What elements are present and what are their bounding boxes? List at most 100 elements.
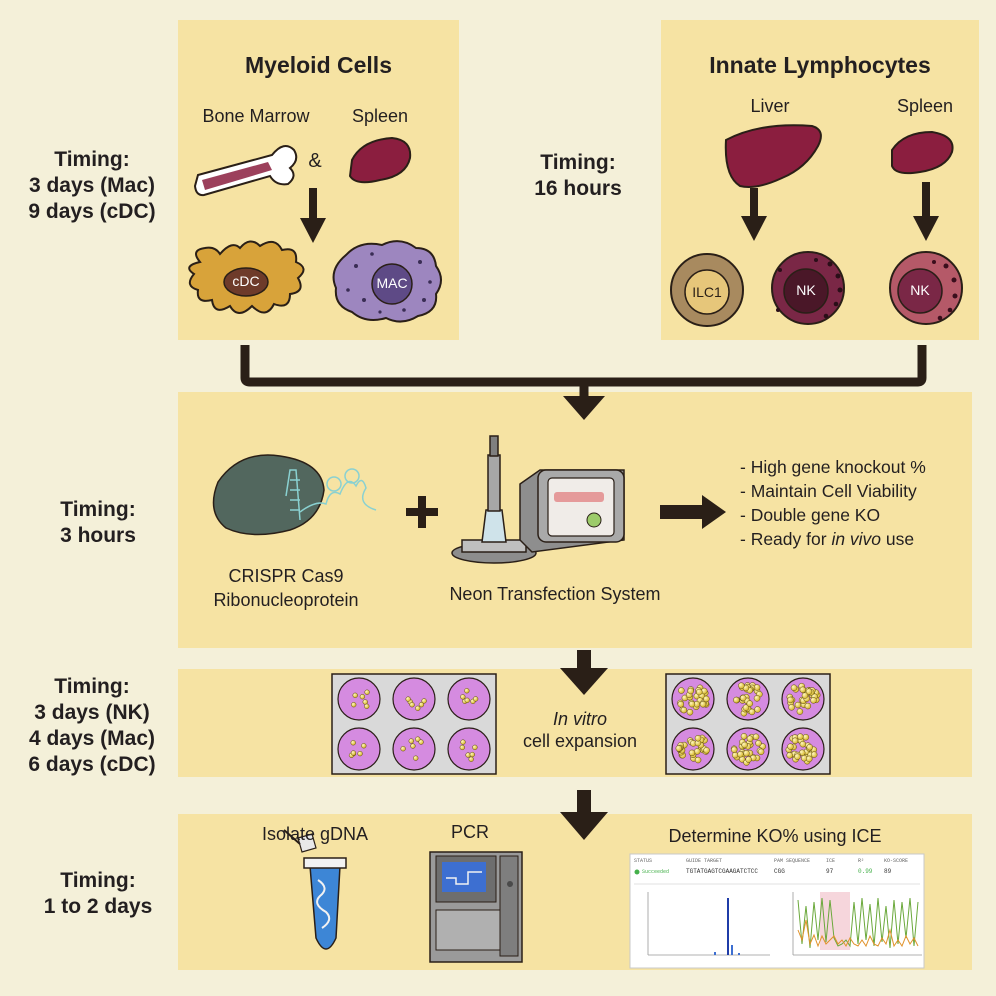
- ice-r2-value: 0.99: [858, 868, 873, 875]
- cell-dot: [415, 736, 421, 742]
- culture-well: [337, 677, 381, 721]
- cell-dot: [680, 706, 688, 714]
- expansion-panel: [178, 669, 972, 777]
- cas9-rnp-icon: [212, 454, 377, 536]
- cell-dot: [364, 689, 370, 695]
- ice-score-value: 97: [826, 868, 834, 875]
- arrow-to-transfection: [563, 396, 605, 420]
- cell-dot: [757, 748, 765, 756]
- cell-dot: [686, 708, 694, 716]
- myeloid-title: Myeloid Cells: [245, 52, 392, 78]
- ice-r2-label: R²: [858, 858, 865, 864]
- cell-dot: [357, 750, 363, 757]
- merge-arrow: [240, 345, 927, 396]
- ice-pam-label: PAM SEQUENCE: [774, 858, 811, 864]
- pcr-machine-icon: [429, 851, 523, 963]
- ice-status-value: Succeeded: [642, 869, 670, 875]
- cell-dot: [688, 749, 696, 757]
- cell-dot: [739, 694, 747, 702]
- cell-dot: [799, 686, 807, 694]
- cell-dot: [460, 739, 466, 745]
- outcome-item: - High gene knockout %: [740, 457, 926, 477]
- cell-dot: [413, 755, 419, 761]
- cell-dot: [810, 697, 817, 704]
- cell-dot: [788, 704, 795, 711]
- culture-well: [337, 727, 381, 771]
- neon-device-label: Neon Transfection System: [449, 584, 661, 604]
- cell-dot: [468, 756, 474, 762]
- cell-dot: [696, 688, 703, 696]
- mac-label: MAC: [376, 275, 408, 291]
- cell-dot: [801, 692, 809, 699]
- culture-well: [447, 727, 491, 771]
- cell-dot: [790, 684, 798, 691]
- outcome-item: - Double gene KO: [740, 505, 881, 525]
- cell-dot: [740, 733, 748, 740]
- outcome-item: - Maintain Cell Viability: [740, 481, 917, 501]
- arrow-to-expansion: [560, 668, 608, 695]
- myeloid-spleen-label: Spleen: [351, 106, 409, 126]
- cell-dot: [743, 749, 750, 757]
- gdna-tube-icon: [283, 829, 347, 950]
- cell-dot: [787, 743, 794, 750]
- cell-dot: [694, 735, 702, 742]
- spleen-icon: [348, 136, 412, 184]
- ampersand-label: &: [308, 150, 322, 172]
- cell-dot: [361, 743, 367, 749]
- isolate-gdna-label: Isolate gDNA: [261, 824, 369, 844]
- cell-dot: [794, 701, 802, 709]
- cell-dot: [405, 696, 411, 702]
- cell-dot: [418, 702, 425, 708]
- cell-dot: [745, 756, 752, 763]
- cell-dot: [752, 733, 760, 741]
- culture-well: [392, 677, 436, 721]
- cell-dot: [464, 688, 470, 694]
- culture-well: [392, 727, 436, 771]
- liver-label: Liver: [750, 96, 790, 116]
- cell-dot: [352, 692, 358, 698]
- cell-dot: [799, 740, 807, 748]
- ice-label: Determine KO% using ICE: [668, 826, 882, 846]
- cell-dot: [687, 687, 694, 695]
- ice-guide-value: TGTATGAGTCGAAGATCTCC: [686, 868, 759, 875]
- cell-dot: [460, 694, 466, 700]
- cell-dot: [737, 750, 744, 758]
- cell-dot: [730, 746, 738, 753]
- nk-spleen-label: NK: [910, 282, 930, 298]
- cell-dot: [796, 708, 804, 715]
- cell-dot: [364, 703, 370, 709]
- cell-dot: [694, 748, 701, 755]
- timing-myeloid: Timing:3 days (Mac)9 days (cDC): [28, 148, 156, 223]
- cell-dot: [806, 743, 813, 751]
- cell-dot: [753, 695, 761, 702]
- cell-dot: [418, 739, 424, 745]
- cell-dot: [797, 733, 804, 740]
- cell-dot: [746, 700, 754, 707]
- cell-dot: [675, 745, 683, 752]
- ilc1-label: ILC1: [692, 284, 722, 300]
- bone-icon: [193, 145, 298, 197]
- cell-dot: [755, 739, 762, 747]
- cell-dot: [472, 744, 478, 751]
- cell-dot: [794, 753, 801, 760]
- cell-dot: [810, 751, 818, 758]
- cell-dot: [786, 752, 793, 759]
- nk-liver-label: NK: [796, 282, 816, 298]
- cell-dot: [742, 704, 750, 711]
- cell-dot: [787, 696, 794, 704]
- ice-ko-label: KO-SCORE: [884, 858, 909, 864]
- cell-dot: [410, 743, 416, 749]
- neon-device-icon: [519, 469, 625, 553]
- bone-marrow-label: Bone Marrow: [202, 106, 310, 126]
- cell-dot: [678, 687, 685, 694]
- liver-icon: [724, 124, 822, 188]
- cell-dot: [421, 698, 427, 704]
- cell-dot: [409, 702, 415, 708]
- ice-report-thumbnail: [629, 853, 925, 969]
- ice-status-label: STATUS: [634, 858, 653, 864]
- cell-dot: [754, 706, 761, 713]
- arrow-to-analysis: [560, 812, 608, 840]
- cell-dot: [805, 688, 813, 695]
